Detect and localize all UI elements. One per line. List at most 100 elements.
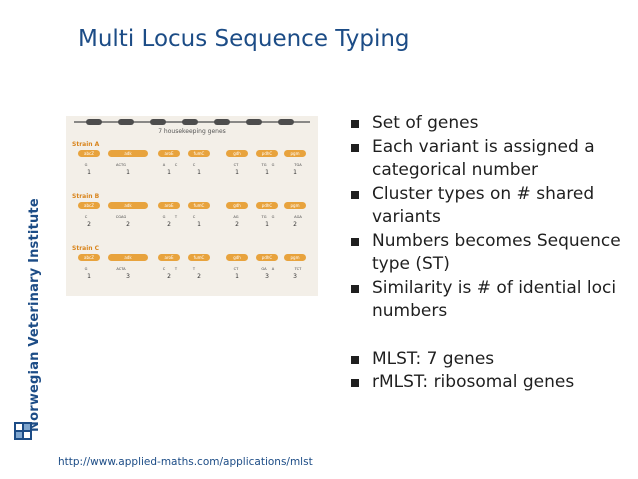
allele-letters: ACTA <box>116 267 126 271</box>
gene-name: abcZ <box>84 151 94 156</box>
allele-letters: TCT <box>294 267 302 271</box>
chromosome-gene-marker <box>182 119 198 125</box>
gene-name: adk <box>124 151 132 156</box>
sidebar: Norwegian Veterinary Institute <box>0 0 50 479</box>
bullet-square-icon <box>351 379 359 387</box>
allele-number: 1 <box>197 221 201 228</box>
gene-name: gdh <box>233 151 241 156</box>
chromosome-gene-marker <box>278 119 294 125</box>
gene-block <box>226 150 248 157</box>
bullet-square-icon <box>351 355 359 364</box>
allele-letters: G <box>272 163 275 167</box>
gene-name: fumC <box>194 151 205 156</box>
gene-name: aroE <box>165 255 174 260</box>
gene-block <box>188 150 210 157</box>
gene-name: gdh <box>233 203 241 208</box>
chromosome-gene-marker <box>246 119 262 125</box>
allele-letters: C <box>193 215 196 219</box>
gene-block <box>158 202 180 209</box>
allele-number: 2 <box>197 273 201 280</box>
allele-number: 2 <box>87 221 91 228</box>
strain-label: Strain C <box>72 245 100 252</box>
gene-name: abcZ <box>84 255 94 260</box>
bullet-item: Cluster types on # shared variants <box>348 183 633 230</box>
allele-number: 1 <box>235 169 239 176</box>
allele-letters: G <box>163 215 166 219</box>
gene-block <box>256 254 278 261</box>
brand-name: Norwegian Veterinary Institute <box>27 198 42 432</box>
gene-block <box>78 254 100 261</box>
chromosome-gene-marker <box>86 119 102 125</box>
gene-name: pgm <box>291 255 300 260</box>
gene-name: abcZ <box>84 203 94 208</box>
gene-name: fumC <box>194 203 205 208</box>
gene-block <box>256 150 278 157</box>
allele-letters: CT <box>234 267 240 271</box>
gene-block <box>108 150 148 157</box>
allele-letters: C <box>193 163 196 167</box>
gene-block <box>158 254 180 261</box>
allele-letters: G <box>85 267 88 271</box>
allele-letters: CGAG <box>116 215 127 219</box>
bullet-item: Each variant is assigned a categorical n… <box>348 136 633 183</box>
allele-letters: A <box>272 267 275 271</box>
bullet-item: MLST: 7 genes <box>348 348 633 372</box>
allele-letters: TG <box>261 215 267 219</box>
allele-letters: T <box>192 267 196 271</box>
chromosome-gene-marker <box>214 119 230 125</box>
allele-number: 2 <box>126 221 130 228</box>
strain-label: Strain B <box>72 193 100 200</box>
bullet-item: rMLST: ribosomal genes <box>348 371 633 395</box>
allele-number: 3 <box>265 273 269 280</box>
bullet-item: Set of genes <box>348 112 633 136</box>
gene-block <box>158 150 180 157</box>
chromosome-gene-marker <box>150 119 166 125</box>
gene-name: adk <box>124 203 132 208</box>
gene-block <box>284 202 306 209</box>
allele-number: 1 <box>265 221 269 228</box>
gene-block <box>284 150 306 157</box>
gene-name: pdhC <box>262 151 273 156</box>
gene-name: pgm <box>291 203 300 208</box>
allele-number: 2 <box>293 221 297 228</box>
allele-number: 2 <box>167 273 171 280</box>
allele-letters: A <box>163 163 166 167</box>
gene-block <box>284 254 306 261</box>
bullet-square-icon <box>351 143 359 152</box>
bullet-list: Set of genes Each variant is assigned a … <box>348 112 633 395</box>
gene-name: pgm <box>291 151 300 156</box>
allele-number: 1 <box>265 169 269 176</box>
allele-letters: TGA <box>293 163 302 167</box>
gene-block <box>188 202 210 209</box>
gene-block <box>78 202 100 209</box>
allele-number: 1 <box>197 169 201 176</box>
bullet-square-icon <box>351 120 359 128</box>
allele-number: 1 <box>87 169 91 176</box>
allele-number: 1 <box>126 169 130 176</box>
allele-letters: G <box>272 215 275 219</box>
institute-logo-icon <box>14 422 32 440</box>
source-link[interactable]: http://www.applied-maths.com/application… <box>58 456 313 468</box>
allele-letters: C <box>175 163 178 167</box>
allele-letters: ACTG <box>116 163 126 167</box>
allele-letters: TG <box>261 163 267 167</box>
allele-number: 3 <box>293 273 297 280</box>
gene-name: aroE <box>165 151 174 156</box>
gene-block <box>256 202 278 209</box>
allele-letters: CT <box>234 163 240 167</box>
allele-number: 1 <box>87 273 91 280</box>
allele-letters: AGA <box>294 215 302 219</box>
allele-letters: G <box>85 163 88 167</box>
gene-name: aroE <box>165 203 174 208</box>
gene-name: gdh <box>233 255 241 260</box>
strain-label: Strain A <box>72 141 100 148</box>
allele-letters: C <box>85 215 88 219</box>
gene-name: adk <box>124 255 132 260</box>
bullet-square-icon <box>351 237 359 246</box>
gene-block <box>226 254 248 261</box>
allele-letters: T <box>174 215 178 219</box>
allele-number: 2 <box>167 221 171 228</box>
gene-block <box>108 202 148 209</box>
gene-block <box>188 254 210 261</box>
